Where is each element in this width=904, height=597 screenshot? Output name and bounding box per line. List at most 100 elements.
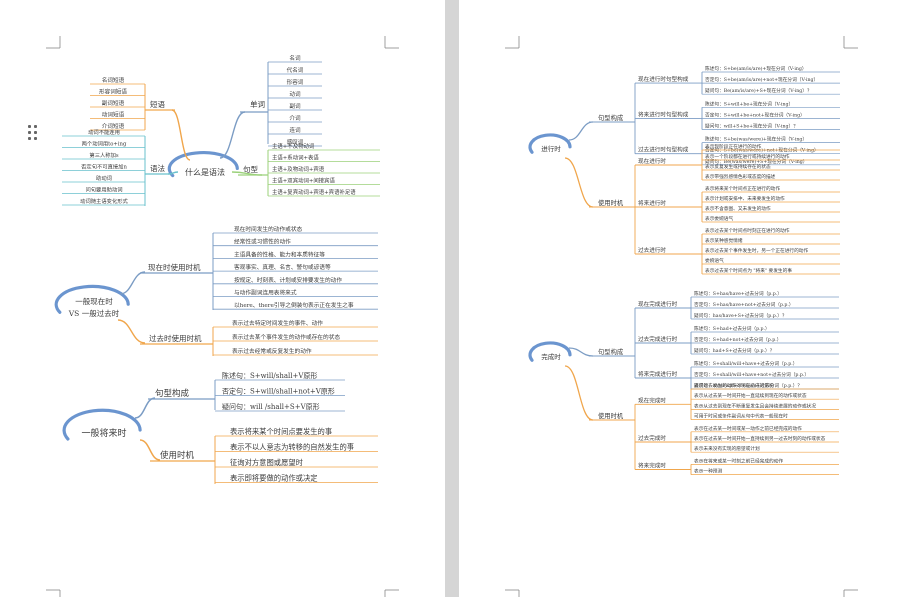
leaf-text: 形容词 [287,78,304,86]
leaf-text: 陈述句：S+shall/will+have+过去分词（p.p.） [694,360,797,367]
leaf-text: 表示一个阶段都在进行或持续进行的动作 [705,153,790,160]
leaf-text: 介词 [289,114,301,122]
leaf-text: 疑问句：will /shall+S+V原形 [222,402,320,411]
group-label: 现在完成时 [638,396,666,404]
center-ring [167,151,239,178]
leaf-text: 陈述句：S+has/have+过去分词（p.p.） [694,290,782,297]
page-gap [445,0,459,597]
mind-map-canvas-left: 什么是语法单词名词代名词形容词动词副词介词连词感叹词句型主语+不及物动词主语+系… [46,36,399,597]
leaf-text: 介词短语 [102,122,125,130]
leaf-text: 表示未来没有实现的愿望或计划 [694,445,760,452]
leaf-text: 表示过去发生的动作对现在造成的影响 [694,382,774,389]
center-topic: 一般将来时 [81,427,126,439]
branch-line [134,397,156,419]
branch-line [568,347,594,357]
document-page-left: 什么是语法单词名词代名词形容词动词副词介词连词感叹词句型主语+不及物动词主语+系… [0,0,445,597]
branch-line [564,365,594,421]
leaf-text: 表示一种预测 [694,468,722,475]
leaf-text: 与动作副词连用表将来式 [234,289,297,297]
leaf-text: 否定句：S+has/have+not+过去分词（p.p.） [694,301,794,308]
leaf-text: 表示在过去某一时间或某一动作之前已经完成的动作 [694,425,802,432]
group-label: 将来进行时句型构成 [638,110,689,118]
drag-handle-icon[interactable] [28,125,40,143]
leaf-text: 疑问句：Be(am/is/are)+S+现在分词（V-ing）？ [705,87,812,94]
branch-label: 句型构成 [598,347,624,356]
leaf-text: 否定句：S+shall/will+have+not+过去分词（p.p.） [694,371,809,378]
document-page-right: 进行时句型构成现在进行时句型构成陈述句：S+be(am/is/are)+现在分词… [459,0,904,597]
group-label: 过去完成时 [638,434,666,442]
center-ring [528,133,572,154]
leaf-text: 委婉语气 [705,257,724,264]
group-label: 现在完成进行时 [638,300,678,308]
group-label: 将来完成时 [638,462,666,470]
leaf-text: 感叹词 [287,138,304,146]
leaf-text: 表示某种感觉情绪 [705,237,743,244]
leaf-text: 连词 [289,126,301,134]
branch-label: 句型构成 [155,388,190,399]
leaf-text: 陈述句：S+be(was/were)+现在分词（V-ing） [705,136,807,143]
leaf-text: 否定句：S+be(am/is/are)+not+现在分词（V-ing） [705,76,818,83]
branch-line [171,109,191,161]
branch-line [568,121,594,141]
leaf-text: 主语+双宾动词+间接宾语 [272,177,336,185]
leaf-text: 现在时间发生的动作或状态 [234,225,303,233]
group-label: 过去进行时 [638,246,666,254]
leaf-text: 表示过去某个事件发生时，另一个正在进行的动作 [705,247,808,254]
leaf-text: 主语+复宾动词+宾语+宾语补足语 [272,188,356,196]
center-topic: VS 一般过去时 [68,308,120,318]
branch-label: 过去时使用时机 [149,333,202,343]
leaf-text: 表示将来某个时间点正在进行的动作 [705,185,780,192]
leaf-text: 疑问句：will+S+be+现在分词（V-ing）？ [705,123,798,130]
leaf-text: 表示过去某个事件发生的动作或存在的状态 [232,333,340,341]
leaf-text: 按规定、时刻表、计划或安排要发生的动作 [234,276,342,284]
leaf-text: 表示将来某个时间点要发生的事 [230,427,332,436]
leaf-text: 可用于时间或条件副词从句中代表一般现在时 [694,413,788,420]
leaf-text: 表示即将要做的动作或决定 [230,474,318,483]
group-label: 将来完成进行时 [638,370,678,378]
leaf-text: 表示过去某个时间点时刻正在进行的动作 [705,227,790,234]
leaf-text: 否定句：S+will/shall+not+V原形 [222,387,335,396]
leaf-text: 表示委婉语气 [705,215,733,222]
leaf-text: 副词短语 [102,99,125,107]
leaf-text: 表示带强烈感情色彩或态度的描述 [705,173,776,180]
leaf-text: 陈述句：S+be(am/is/are)+现在分词（V-ing） [705,65,807,72]
branch-line [119,271,146,295]
leaf-text: 陈述句：S+will+be+现在分词（V-ing） [705,100,793,107]
leaf-text: 客观事实、真理、名言、警句或谚语等 [234,263,331,271]
leaf-text: 表示从过去某一时间开始一直延续到现在的动作或状态 [694,392,807,399]
center-topic: 一般现在时 [75,296,113,306]
leaf-text: 主语具备的性格、能力和本质特征等 [234,250,325,258]
branch-label: 句型 [243,164,258,174]
leaf-text: 动词 [289,90,301,98]
leaf-text: 否定句：S+will+be+not+现在分词（V-ing） [705,111,805,118]
leaf-text: 表示不含意图、又未发生的动作 [705,205,771,212]
leaf-text: 表示反复发生或持续存在的状态 [705,163,771,170]
leaf-text: 征询对方意图或愿望时 [230,458,304,467]
leaf-text: 形容词短语 [99,88,127,96]
branch-label: 使用时机 [160,450,195,461]
leaf-text: 两个动词用to+ing [82,140,127,148]
group-label: 过去进行时句型构成 [638,146,689,154]
leaf-text: 疑问句：has/have+S+过去分词（p.p.）？ [694,312,787,319]
branch-label: 语法 [150,163,165,173]
leaf-text: 助动词 [96,174,112,182]
group-label: 过去完成进行时 [638,335,678,343]
group-label: 现在进行时 [638,157,666,165]
branch-label: 现在时使用时机 [148,262,201,272]
leaf-text: 表示不以人意志为转移的自然发生的事 [230,443,354,452]
leaf-text: 表示过去经常或反复发生的动作 [232,347,312,355]
branch-label: 使用时机 [598,198,624,207]
group-label: 将来进行时 [638,199,666,207]
leaf-text: 表示过去某个时间点为 "将来" 要发生的事 [705,267,792,274]
leaf-text: 问句要用助动词 [85,186,122,194]
branch-label: 短语 [150,99,165,109]
leaf-text: 经常性或习惯性的动作 [234,238,291,246]
leaf-text: 表示计划或安排中、未来要发生的动作 [705,195,785,202]
leaf-text: 第三人称加s [89,151,118,159]
branch-label: 单词 [250,99,265,109]
center-ring [62,408,142,441]
leaf-text: 疑问句：Be(was/were)+S+现在分词（V-ing） [705,158,807,165]
leaf-text: 陈述句：S+had+过去分词（p.p.） [694,325,770,332]
leaf-text: 名词 [289,54,301,62]
branch-label: 使用时机 [598,411,624,420]
